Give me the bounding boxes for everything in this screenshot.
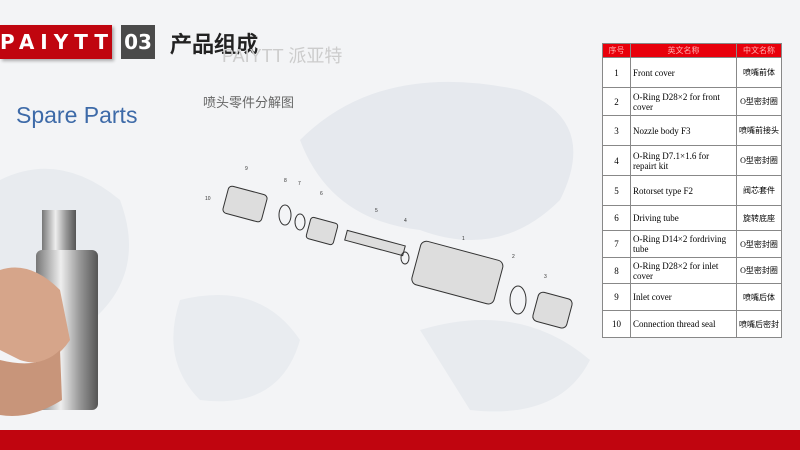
cell-cn: 喷嘴后密封 [736,310,782,338]
header-english-name: 英文名称 [630,43,737,58]
spare-parts-heading: Spare Parts [16,102,138,128]
callout-6: 6 [320,191,323,197]
cell-no: 2 [602,87,631,116]
cell-no: 4 [602,145,631,176]
cell-cn: O型密封圈 [736,230,782,258]
callout-9: 9 [245,166,248,172]
cell-no: 7 [602,230,631,258]
watermark: PAIYTT 派亚特 [222,46,343,66]
cell-en: Driving tube [630,205,737,231]
brand-logo: PAIYTT [0,25,112,59]
cell-cn: O型密封圈 [736,145,782,176]
footer-bar [0,430,800,450]
cell-en: O-Ring D14×2 fordriving tube [630,230,737,258]
page-title: 产品组成 [170,32,259,57]
product-photo [0,210,98,416]
cell-en: Rotorset type F2 [630,175,737,206]
cell-en: O-Ring D28×2 for front cover [630,87,737,116]
exploded-diagram: 1 2 3 4 5 6 7 8 9 10 [205,166,573,329]
callout-4: 4 [404,218,407,224]
header-chinese-name: 中文名称 [736,43,782,58]
cell-en: O-Ring D28×2 for inlet cover [630,257,737,284]
diagram-title: 喷头零件分解图 [203,95,295,110]
cell-en: Connection thread seal [630,310,737,338]
cell-no: 8 [602,257,631,284]
part-inlet-cover [222,185,268,223]
cell-no: 10 [602,310,631,338]
cell-cn: 阀芯套件 [736,175,782,206]
cell-no: 5 [602,175,631,206]
cell-no: 9 [602,283,631,311]
callout-2: 2 [512,254,515,260]
header-number: 序号 [602,43,631,58]
callout-1: 1 [462,236,465,242]
cell-cn: 喷嘴前接头 [736,115,782,146]
cell-en: Nozzle body F3 [630,115,737,146]
cell-no: 3 [602,115,631,146]
cell-cn: 喷嘴前体 [736,57,782,88]
cell-en: O-Ring D7.1×1.6 for repairt kit [630,145,737,176]
callout-8: 8 [284,178,287,184]
callout-10: 10 [205,196,211,202]
callout-3: 3 [544,274,547,280]
cell-no: 6 [602,205,631,231]
callout-5: 5 [375,208,378,214]
cell-en: Front cover [630,57,737,88]
cell-cn: O型密封圈 [736,257,782,284]
part-front-cover [411,240,504,305]
cell-en: Inlet cover [630,283,737,311]
cell-no: 1 [602,57,631,88]
cell-cn: 喷嘴后体 [736,283,782,311]
cell-cn: 旋转底座 [736,205,782,231]
callout-7: 7 [298,181,301,187]
section-number: 03 [121,25,155,59]
cell-cn: O型密封圈 [736,87,782,116]
